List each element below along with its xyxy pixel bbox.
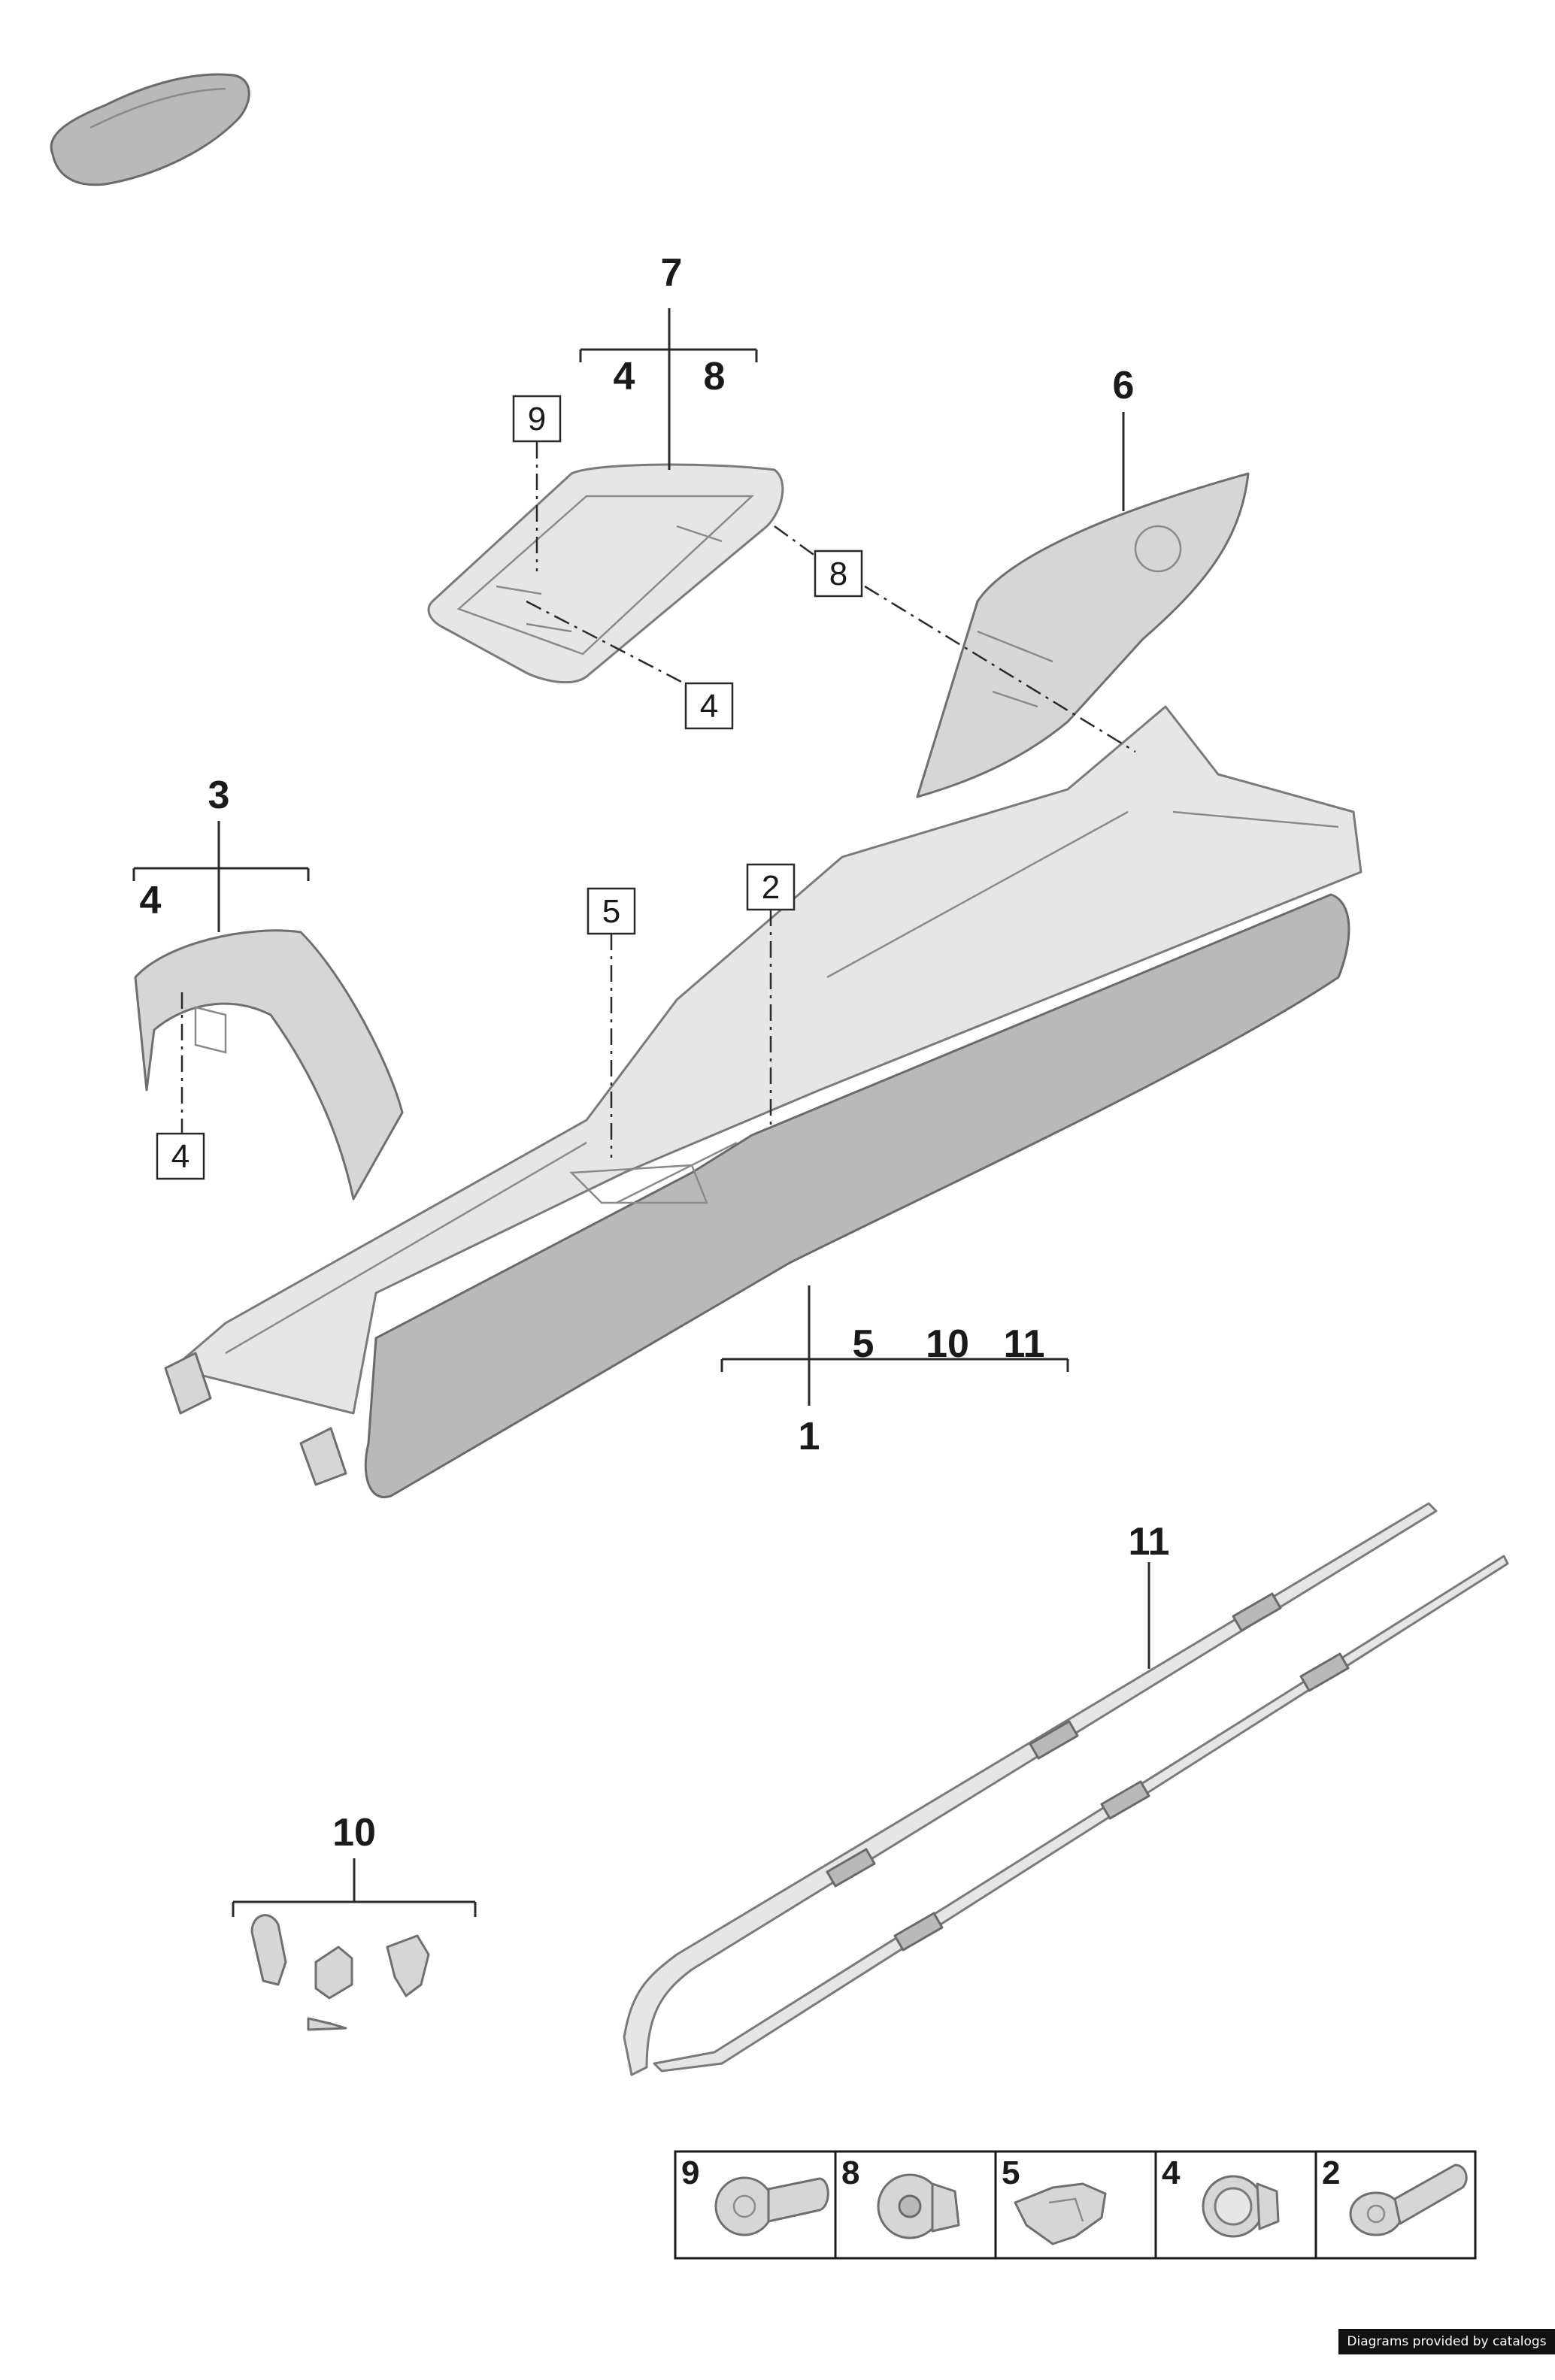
spring-clip-icon (1014, 2182, 1107, 2245)
fastener-set-part (250, 1914, 430, 2031)
callout-3-sub-4: 4 (140, 879, 162, 922)
expansion-nut-icon (877, 2173, 960, 2239)
leader-group-7 (579, 308, 758, 470)
callout-6: 6 (1113, 364, 1135, 407)
flange-screw-icon (1349, 2163, 1468, 2236)
svg-text:9: 9 (528, 401, 546, 438)
grommet-icon (1202, 2175, 1280, 2238)
svg-text:5: 5 (1002, 2154, 1020, 2191)
svg-text:5: 5 (602, 893, 620, 930)
bolt-icon (714, 2176, 829, 2236)
legend-cell-8: 8 (841, 2154, 960, 2239)
boxed-label-4-top: 4 (684, 682, 734, 730)
legend-cell-5: 5 (1002, 2154, 1107, 2245)
credit-badge: Diagrams provided by catalogs parts (1338, 2329, 1555, 2375)
boxed-label-5: 5 (587, 887, 636, 935)
leader-group-1 (720, 1285, 1069, 1406)
callout-1-sub-10: 10 (926, 1322, 969, 1366)
callout-7-sub-4: 4 (614, 355, 635, 398)
callout-1: 1 (799, 1415, 820, 1458)
boxed-label-9: 9 (512, 395, 562, 443)
legend-cell-9: 9 (681, 2154, 829, 2236)
callout-1-sub-5: 5 (853, 1322, 874, 1366)
boxed-label-2: 2 (746, 863, 796, 911)
side-trim-panel-part (916, 472, 1250, 798)
svg-text:4: 4 (1162, 2154, 1181, 2191)
boxed-label-4-left: 4 (156, 1132, 205, 1180)
svg-text:4: 4 (700, 688, 718, 725)
callout-1-sub-11: 11 (1004, 1322, 1045, 1366)
callout-7-sub-8: 8 (704, 355, 726, 398)
svg-text:8: 8 (841, 2154, 859, 2191)
svg-text:9: 9 (681, 2154, 699, 2191)
svg-text:2: 2 (1322, 2154, 1340, 2191)
svg-text:2: 2 (762, 869, 780, 906)
boxed-label-8: 8 (814, 550, 863, 598)
svg-text:4: 4 (171, 1138, 189, 1175)
trim-strips-part (623, 1502, 1509, 2076)
leader-group-3 (132, 821, 310, 932)
callout-11: 11 (1129, 1520, 1170, 1564)
leader-group-10 (232, 1858, 477, 1917)
reference-lines (180, 442, 1136, 1158)
vehicle-thumbnail (50, 73, 250, 186)
rear-end-cap-part (134, 929, 404, 1201)
center-console-body-part (164, 705, 1363, 1499)
callout-3: 3 (208, 774, 230, 817)
svg-text:8: 8 (829, 556, 847, 592)
armrest-cover-part (427, 463, 784, 684)
callout-10: 10 (332, 1811, 376, 1855)
legend-cell-2: 2 (1322, 2154, 1468, 2236)
fastener-legend-table: 9 8 5 4 (674, 2150, 1477, 2260)
callout-7: 7 (661, 251, 683, 295)
legend-cell-4: 4 (1162, 2154, 1280, 2238)
